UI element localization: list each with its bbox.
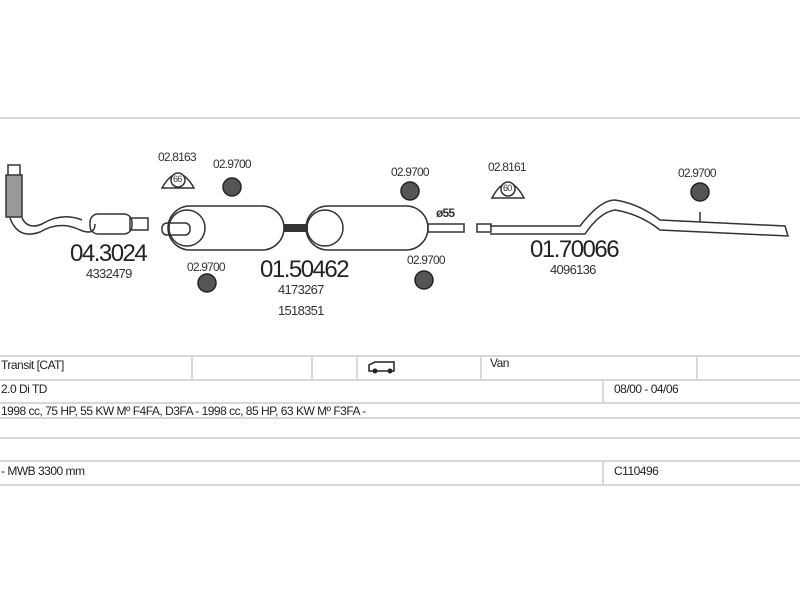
clamp-label[interactable]: 02.9700 [678,166,717,180]
center-silencer [161,205,465,251]
top-divider [0,117,800,119]
row-divider [0,417,800,419]
hanger-icons [160,172,526,199]
oem-number: 4332479 [86,266,132,281]
row-divider [0,460,800,462]
col-divider [311,355,313,379]
row-divider [0,437,800,439]
row-divider [0,484,800,486]
tail-pipe [476,199,790,237]
oem-number: 1518351 [278,303,324,318]
clamp-size: 66 [173,174,182,184]
col-divider [602,379,604,402]
body-type-cell: Van [490,356,509,370]
clamp-label[interactable]: 02.9700 [187,260,226,274]
col-divider [191,355,193,379]
oem-number: 4173267 [278,282,324,297]
col-divider [480,355,482,379]
part-number[interactable]: 04.3024 [70,240,148,267]
clamp-icons [197,177,710,293]
part-number[interactable]: 01.50462 [260,256,350,283]
code-cell: C110496 [614,464,659,478]
clamp-label[interactable]: 02.9700 [213,157,252,171]
col-divider [602,460,604,484]
clamp-label[interactable]: 02.8163 [158,150,197,164]
part-number[interactable]: 01.70066 [530,236,620,263]
oem-number: 4096136 [550,262,596,277]
clamp-label[interactable]: 02.9700 [391,165,430,179]
clamp-size: 60 [503,183,512,193]
diameter-label: ø55 [436,206,455,220]
col-divider [356,355,358,379]
van-icon [368,361,395,374]
specs-cell: 1998 cc, 75 HP, 55 KW Mº F4FA, D3FA - 19… [1,404,366,418]
clamp-label[interactable]: 02.9700 [407,253,446,267]
row-divider [0,402,800,404]
row-divider [0,379,800,381]
engine-cell: 2.0 Di TD [1,382,47,396]
dates-cell: 08/00 - 04/06 [614,382,679,396]
catalytic-converter-pipe [5,164,149,235]
exhaust-diagram [5,164,790,293]
row-divider [0,355,800,357]
col-divider [696,355,698,379]
clamp-label[interactable]: 02.8161 [488,160,527,174]
wheelbase-cell: - MWB 3300 mm [1,464,85,478]
model-cell: Transit [CAT] [1,358,64,372]
